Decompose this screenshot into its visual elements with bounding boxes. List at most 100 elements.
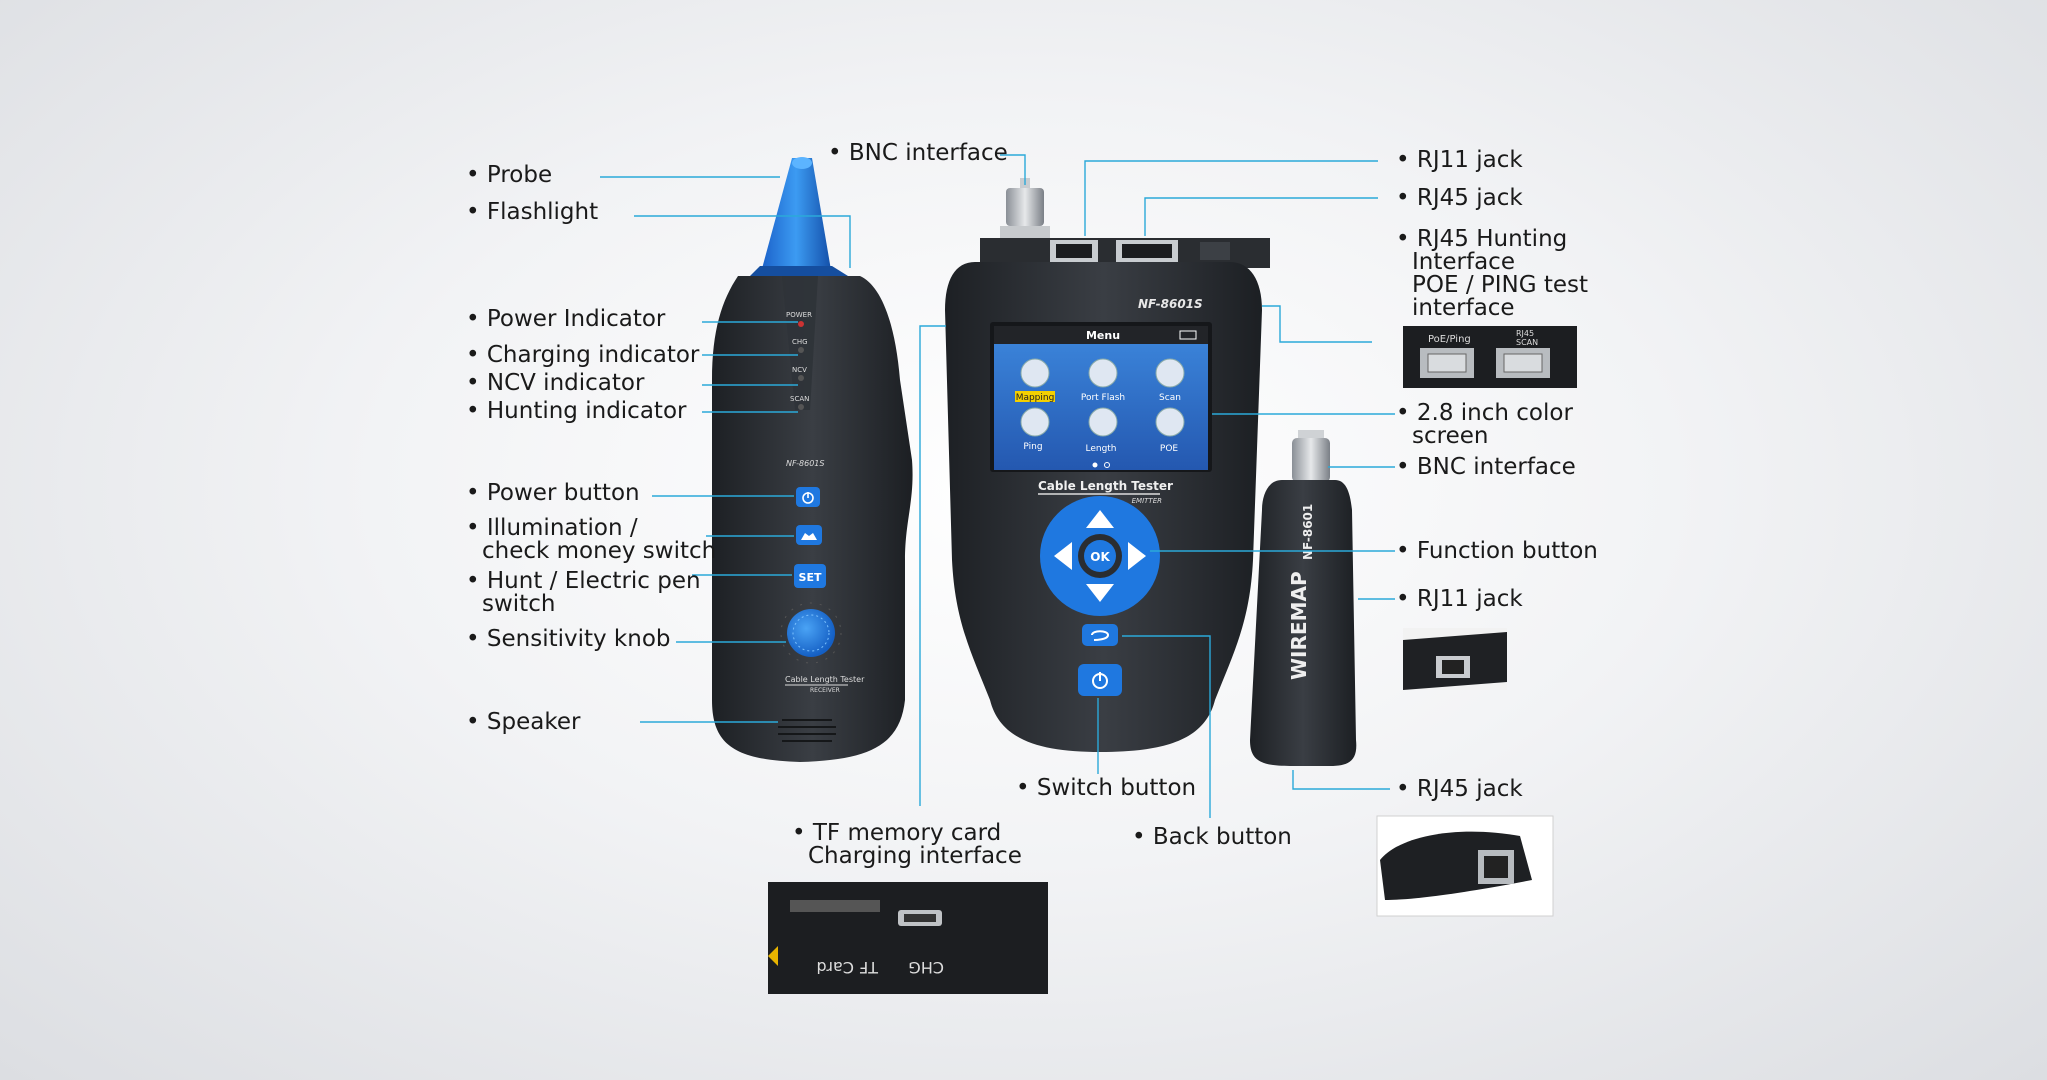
- label-poe-line1: POE / PING test: [1412, 272, 1589, 298]
- label-rj45-hunting-line1: • RJ45 Hunting: [1396, 226, 1568, 252]
- menu-item-ping: Ping: [1023, 442, 1042, 452]
- label-bnc-top: • BNC interface: [828, 140, 1008, 166]
- remote-bnc-connector: [1292, 438, 1330, 482]
- menu-item-scan: Scan: [1159, 393, 1181, 403]
- label-rj45-hunting-line2: Interface: [1412, 249, 1515, 275]
- scan-led-label: SCAN: [790, 395, 809, 403]
- arrow-up-icon[interactable]: [1086, 510, 1114, 528]
- battery-icon: [1179, 330, 1197, 340]
- label-hunt-line1: • Hunt / Electric pen: [466, 568, 701, 594]
- screen-menu-title: Menu: [1086, 329, 1120, 342]
- inset-rj11: [1403, 628, 1507, 690]
- ok-button[interactable]: [1084, 540, 1116, 572]
- label-hunt-line2: switch: [482, 591, 556, 617]
- menu-item-length: Length: [1085, 444, 1116, 454]
- sensitivity-knob[interactable]: [787, 609, 835, 657]
- emitter-sub-label: EMITTER: [1132, 497, 1163, 505]
- receiver-brand-label: Cable Length Tester: [785, 675, 865, 684]
- length-icon[interactable]: [1088, 407, 1118, 437]
- ping-icon[interactable]: [1020, 407, 1050, 437]
- label-tf-card: • TF memory card Charging interface: [792, 822, 1022, 868]
- illumination-button[interactable]: [796, 525, 822, 545]
- label-color-screen: • 2.8 inch color screen: [1396, 402, 1573, 448]
- back-arrow-icon: [1091, 630, 1110, 641]
- label-sensitivity-knob: • Sensitivity knob: [466, 626, 671, 652]
- receiver-body: [712, 276, 913, 762]
- label-speaker: • Speaker: [466, 709, 581, 735]
- rj45-port: [1122, 244, 1172, 258]
- rj11-port: [1056, 244, 1092, 258]
- leader-back-button: [1122, 635, 1211, 818]
- emitter-brand-label: Cable Length Tester: [1038, 479, 1173, 493]
- label-flashlight: • Flashlight: [466, 199, 599, 225]
- receiver-sub-label: RECEIVER: [810, 687, 840, 694]
- label-poe-line2: interface: [1412, 295, 1515, 321]
- inset-poe-label: PoE/Ping: [1428, 334, 1471, 345]
- label-charging-indicator: • Charging indicator: [466, 342, 700, 368]
- ncv-led-label: NCV: [792, 366, 807, 374]
- leader-rj11-top: [1084, 160, 1378, 236]
- ok-button-label: OK: [1090, 550, 1110, 564]
- probe-tip: [760, 158, 832, 276]
- label-rj45-top: • RJ45 jack: [1396, 185, 1523, 211]
- inset-rj45-poe: PoE/Ping RJ45 SCAN: [1403, 326, 1577, 388]
- label-function-button: • Function button: [1396, 538, 1598, 564]
- scan-icon[interactable]: [1155, 358, 1185, 388]
- leader-bnc-top: [1000, 154, 1026, 185]
- menu-item-poe: POE: [1160, 444, 1179, 454]
- emitter-model-label: NF-8601S: [1138, 297, 1203, 311]
- inset-tf-label: TF Card: [817, 958, 880, 977]
- label-ncv-indicator: • NCV indicator: [466, 370, 645, 396]
- remote-model-label: NF-8601: [1301, 504, 1315, 560]
- menu-item-port-flash: Port Flash: [1081, 393, 1125, 403]
- back-button[interactable]: [1082, 624, 1118, 646]
- bnc-connector: [1006, 188, 1044, 226]
- leader-rj45-top: [1144, 197, 1378, 236]
- poe-icon[interactable]: [1155, 407, 1185, 437]
- label-rj11-right: • RJ11 jack: [1396, 586, 1523, 612]
- power-led-label: POWER: [786, 311, 812, 319]
- inset-rj45-bottom: [1376, 815, 1554, 917]
- label-screen-line1: • 2.8 inch color: [1396, 400, 1573, 426]
- chg-led-label: CHG: [792, 338, 808, 346]
- remote-brand-label: WIREMAP: [1287, 571, 1311, 680]
- receiver-device: POWER CHG NCV SCAN NF-8601S SET Cable Le…: [712, 157, 913, 762]
- label-rj45-hunting: • RJ45 Hunting Interface POE / PING test…: [1396, 228, 1588, 320]
- label-bnc-right: • BNC interface: [1396, 454, 1576, 480]
- label-screen-line2: screen: [1412, 423, 1489, 449]
- label-tf-line2: Charging interface: [808, 843, 1022, 869]
- menu-item-mapping: Mapping: [1016, 393, 1055, 403]
- light-icon: [801, 533, 817, 540]
- leader-rj45-hunting: [1262, 305, 1372, 343]
- label-back-button: • Back button: [1132, 824, 1292, 850]
- speaker-grille: [778, 719, 836, 742]
- label-switch-button: • Switch button: [1016, 775, 1197, 801]
- port-flash-icon[interactable]: [1088, 358, 1118, 388]
- receiver-model-label: NF-8601S: [786, 459, 824, 468]
- arrow-left-icon[interactable]: [1054, 542, 1072, 570]
- inset-rj45-label: RJ45: [1516, 329, 1534, 338]
- inset-scan-label: SCAN: [1516, 338, 1538, 347]
- arrow-down-icon[interactable]: [1086, 584, 1114, 602]
- label-rj11-top: • RJ11 jack: [1396, 147, 1523, 173]
- inset-tf-card: TF Card CHG: [768, 882, 1048, 994]
- label-power-button: • Power button: [466, 480, 640, 506]
- inset-chg-label: CHG: [908, 958, 944, 977]
- label-power-indicator: • Power Indicator: [466, 306, 666, 332]
- arrow-right-icon[interactable]: [1128, 542, 1146, 570]
- leader-flashlight: [634, 215, 851, 268]
- screen-icons: [1015, 358, 1185, 437]
- label-hunting-indicator: • Hunting indicator: [466, 398, 687, 424]
- set-button[interactable]: [794, 564, 826, 588]
- label-hunt-switch: • Hunt / Electric pen switch: [466, 570, 701, 616]
- mapping-icon[interactable]: [1020, 358, 1050, 388]
- leader-tf-card: [919, 325, 946, 806]
- label-illumination-line2: check money switch: [482, 538, 717, 564]
- leader-rj45-bottom: [1292, 770, 1390, 790]
- set-button-label: SET: [799, 571, 822, 584]
- emitter-device: NF-8601S Menu Mapping Port Flash Scan Pi…: [945, 178, 1270, 752]
- tf-card-inset-image: [768, 882, 1048, 994]
- label-illumination: • Illumination / check money switch: [466, 517, 716, 563]
